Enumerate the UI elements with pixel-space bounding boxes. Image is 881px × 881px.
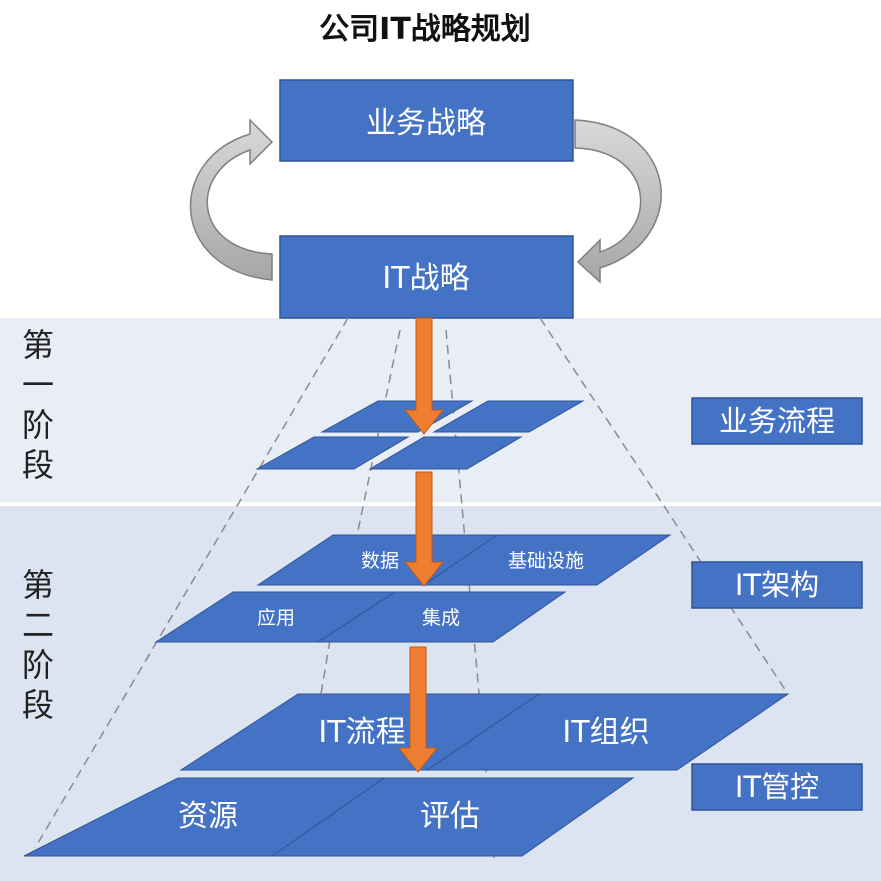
cycle-arrow-right bbox=[574, 119, 662, 284]
governance-layer-box: IT管控 bbox=[691, 763, 863, 811]
business-strategy-box: 业务战略 bbox=[279, 79, 574, 162]
stage-one-char-2: 一 bbox=[22, 366, 54, 404]
cycle-arrow-left bbox=[189, 118, 274, 281]
stage-two-char-3: 阶 bbox=[22, 646, 54, 684]
architecture-layer-label: IT架构 bbox=[735, 568, 819, 602]
resources-tile-label: 资源 bbox=[178, 799, 238, 834]
stage-two-label: 第 二 阶 段 bbox=[22, 566, 54, 724]
stage-two-char-1: 第 bbox=[22, 566, 54, 604]
process-tile-back-right bbox=[432, 400, 585, 433]
process-layer-label: 业务流程 bbox=[719, 404, 835, 438]
stage-two-char-2: 二 bbox=[22, 606, 54, 644]
evaluation-tile bbox=[270, 777, 635, 857]
business-strategy-label: 业务战略 bbox=[366, 106, 486, 141]
process-tile-front-left bbox=[255, 436, 410, 470]
it-org-tile-label: IT组织 bbox=[562, 715, 649, 750]
stage-one-label: 第 一 阶 段 bbox=[22, 326, 54, 484]
architecture-layer-box: IT架构 bbox=[691, 561, 863, 609]
infrastructure-tile-label: 基础设施 bbox=[508, 550, 584, 572]
it-strategy-box: IT战略 bbox=[279, 235, 574, 319]
data-tile-label: 数据 bbox=[361, 550, 399, 572]
it-process-tile-label: IT流程 bbox=[318, 715, 405, 750]
stage-one-char-3: 阶 bbox=[22, 406, 54, 444]
application-tile-label: 应用 bbox=[257, 607, 295, 629]
it-strategy-label: IT战略 bbox=[382, 261, 469, 296]
integration-tile-label: 集成 bbox=[422, 607, 460, 629]
stage-one-char-1: 第 bbox=[22, 326, 54, 364]
process-tile-front-right bbox=[368, 436, 523, 470]
evaluation-tile-label: 评估 bbox=[420, 799, 480, 834]
infrastructure-tile bbox=[422, 534, 672, 586]
stage-one-char-4: 段 bbox=[22, 446, 54, 484]
governance-layer bbox=[23, 693, 790, 857]
process-layer-box: 业务流程 bbox=[691, 397, 863, 445]
process-tile-back-left bbox=[320, 400, 474, 433]
arrow-strategy-to-process bbox=[403, 317, 445, 435]
governance-layer-label: IT管控 bbox=[735, 770, 819, 804]
architecture-layer bbox=[154, 534, 672, 643]
arrow-architecture-to-governance bbox=[397, 646, 439, 773]
stage-two-char-4: 段 bbox=[22, 686, 54, 724]
flow-arrows bbox=[397, 317, 445, 773]
it-org-tile bbox=[425, 693, 790, 771]
page-title: 公司IT战略规划 bbox=[319, 12, 531, 47]
arrow-process-to-architecture bbox=[403, 471, 445, 587]
integration-tile bbox=[316, 591, 567, 643]
business-process-layer bbox=[255, 400, 585, 470]
